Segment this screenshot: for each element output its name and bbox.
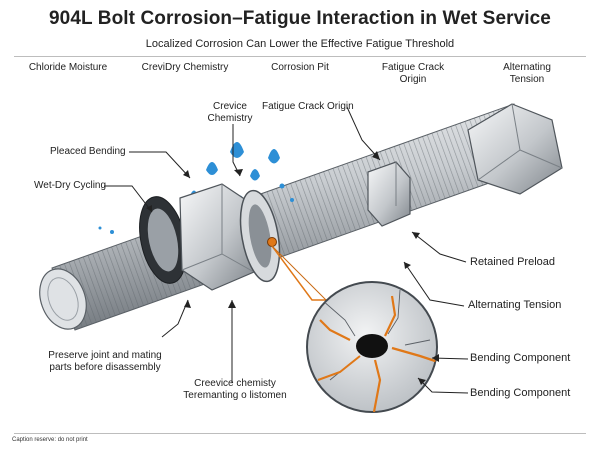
bolt-end-face [39, 268, 87, 330]
nut-right [467, 103, 563, 195]
footer-divider [14, 433, 586, 434]
header-chloride-moisture: Chloride Moisture [28, 62, 108, 73]
bolt-shaft [51, 103, 538, 331]
washer-left [139, 196, 187, 284]
label-crevice-chemistry: Crevice Chemistry [207, 101, 253, 124]
magnified-crack-view [306, 281, 438, 413]
leader-arrowheads [146, 151, 439, 385]
header-crevidry-chemistry: CreviDry Chemistry [141, 62, 229, 73]
header-corrosion-pit: Corrosion Pit [271, 62, 329, 73]
label-fatigue-crack-origin: Fatigue Crack Origin [262, 101, 354, 112]
label-retained-preload: Retained Preload [470, 256, 556, 268]
label-pleaced-bending: Pleaced Bending [50, 146, 126, 157]
caption-reserve: Caption reserve: do not print [12, 437, 88, 443]
page-subtitle: Localized Corrosion Can Lower the Effect… [145, 38, 455, 50]
washer-center [239, 189, 281, 283]
label-bending-component-2: Bending Component [470, 387, 571, 399]
label-alternating-tension: Alternating Tension [468, 299, 562, 311]
corrosion-pit-marker [267, 237, 277, 247]
corrosion-pit-magnified [356, 334, 388, 358]
label-bending-component-1: Bending Component [470, 352, 571, 364]
label-crevice-chemistry-bottom: Creevice chemisty Teremanting o listomen [183, 378, 287, 401]
header-divider [14, 56, 586, 57]
magnifier-connector-line [271, 245, 327, 301]
nut-middle [367, 161, 411, 227]
page-title: 904L Bolt Corrosion–Fatigue Interaction … [49, 8, 551, 29]
label-preserve-joint: Preserve joint and mating parts before d… [48, 350, 162, 373]
header-alternating-tension: Alternating Tension [503, 62, 551, 85]
label-wet-dry-cycling: Wet-Dry Cycling [34, 180, 107, 191]
header-fatigue-crack-origin: Fatigue Crack Origin [381, 62, 445, 85]
